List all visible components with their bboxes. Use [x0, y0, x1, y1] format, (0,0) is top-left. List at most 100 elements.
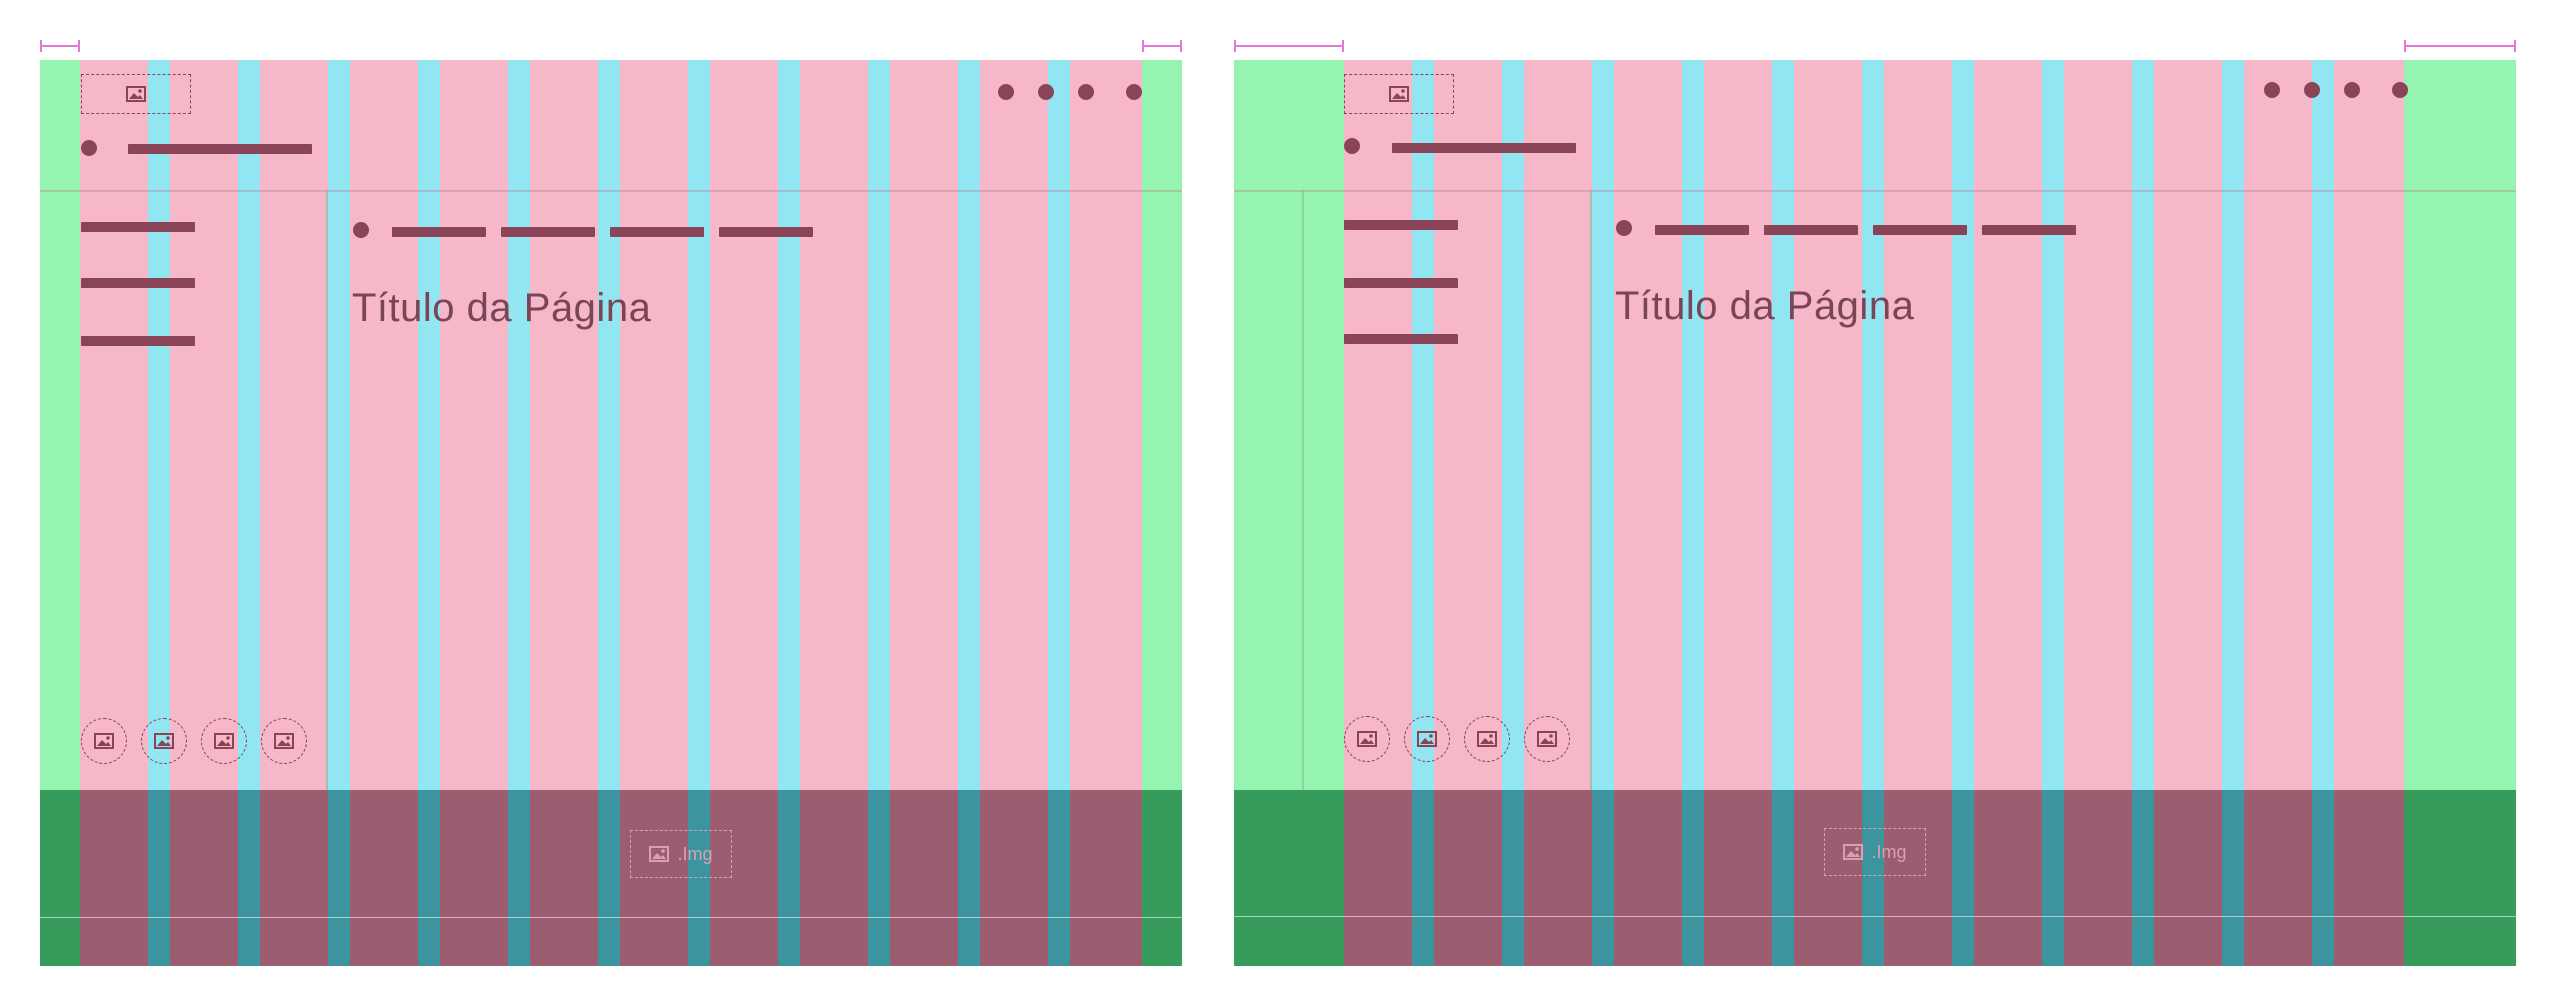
header-divider: [40, 190, 1182, 192]
sidebar-menu-item[interactable]: [1344, 278, 1458, 288]
image-icon: [126, 86, 146, 102]
avatar-placeholder[interactable]: [261, 718, 307, 764]
nav-dot-icon[interactable]: [2392, 82, 2408, 98]
nav-dot-icon[interactable]: [1038, 84, 1054, 100]
avatar-placeholder[interactable]: [201, 718, 247, 764]
image-icon: [94, 733, 114, 749]
column-gutter: [328, 790, 350, 966]
header-divider: [1234, 190, 2516, 192]
nav-dot-icon[interactable]: [1126, 84, 1142, 100]
nav-dot-icon[interactable]: [2304, 82, 2320, 98]
avatar-placeholder[interactable]: [1464, 716, 1510, 762]
footer-image-placeholder: .Img: [1824, 828, 1926, 876]
column-gutter: [1048, 790, 1070, 966]
column-gutter: [778, 60, 800, 790]
column-gutter: [1952, 790, 1974, 966]
column-gutter: [2132, 60, 2154, 790]
column-gutter: [418, 60, 440, 790]
column-gutter: [958, 790, 980, 966]
column-gutter: [1502, 790, 1524, 966]
avatar-placeholder[interactable]: [1344, 716, 1390, 762]
image-icon: [154, 733, 174, 749]
column-gutter: [2042, 60, 2064, 790]
layout-panel-narrow-margins: Título da Página .Img: [40, 60, 1182, 966]
column-gutter: [1952, 60, 1974, 790]
footer-image-placeholder: .Img: [630, 830, 732, 878]
column-gutter: [1592, 60, 1614, 790]
breadcrumb-dot-icon: [1616, 220, 1632, 236]
column-gutter: [868, 790, 890, 966]
breadcrumb-item[interactable]: [610, 227, 704, 237]
margin-measure-right: [1142, 40, 1182, 52]
image-icon: [1477, 731, 1497, 747]
sidebar-menu-item[interactable]: [1344, 334, 1458, 344]
logo-placeholder: [81, 74, 191, 114]
nav-dot-icon[interactable]: [998, 84, 1014, 100]
column-gutter: [238, 60, 260, 790]
logo-placeholder: [1344, 74, 1454, 114]
layout-panel-wide-margins: Título da Página .Img: [1234, 60, 2516, 966]
column-gutter: [1048, 60, 1070, 790]
sidebar-menu-item[interactable]: [81, 222, 195, 232]
column-gutter: [868, 60, 890, 790]
footer-image-label: .Img: [1871, 841, 1907, 862]
column-gutter: [1772, 60, 1794, 790]
column-gutter: [148, 60, 170, 790]
avatar-placeholder[interactable]: [1404, 716, 1450, 762]
page-title: Título da Página: [352, 286, 652, 330]
image-icon: [1843, 844, 1864, 860]
column-gutter: [598, 790, 620, 966]
sidebar-menu-item[interactable]: [1344, 220, 1458, 230]
sidebar-divider: [1302, 190, 1304, 790]
column-gutter: [1862, 790, 1884, 966]
sidebar-menu-item[interactable]: [81, 336, 195, 346]
column-gutter: [238, 790, 260, 966]
avatar-placeholder[interactable]: [81, 718, 127, 764]
column-gutter: [598, 60, 620, 790]
column-gutter: [1592, 790, 1614, 966]
column-gutter: [2132, 790, 2154, 966]
image-icon: [1357, 731, 1377, 747]
margin-measure-right: [2404, 40, 2516, 52]
footer-image-label: .Img: [677, 843, 713, 864]
column-gutter: [1412, 790, 1434, 966]
image-icon: [274, 733, 294, 749]
breadcrumb-item[interactable]: [1764, 225, 1858, 235]
column-gutter: [688, 790, 710, 966]
image-icon: [1389, 86, 1409, 102]
column-gutter: [418, 790, 440, 966]
nav-dot-icon[interactable]: [2344, 82, 2360, 98]
nav-dot-icon[interactable]: [2264, 82, 2280, 98]
column-gutter: [1862, 60, 1884, 790]
image-icon: [649, 846, 670, 862]
column-gutter: [2222, 60, 2244, 790]
image-icon: [1537, 731, 1557, 747]
column-gutter: [958, 60, 980, 790]
footer-divider: [1234, 916, 2516, 917]
nav-dot-icon[interactable]: [1078, 84, 1094, 100]
column-gutter: [2312, 790, 2334, 966]
column-gutter: [148, 790, 170, 966]
sidebar-menu-item[interactable]: [81, 278, 195, 288]
breadcrumb-item[interactable]: [1873, 225, 1967, 235]
avatar-placeholder[interactable]: [1524, 716, 1570, 762]
header-text-line: [128, 144, 312, 154]
breadcrumb-item[interactable]: [501, 227, 595, 237]
breadcrumb-item[interactable]: [1655, 225, 1749, 235]
avatar-placeholder[interactable]: [141, 718, 187, 764]
column-gutter: [1682, 60, 1704, 790]
header-text-line: [1392, 143, 1576, 153]
column-gutter: [688, 60, 710, 790]
column-gutter: [508, 60, 530, 790]
column-gutter: [1682, 790, 1704, 966]
column-gutter: [778, 790, 800, 966]
column-gutter: [508, 790, 530, 966]
breadcrumb-item[interactable]: [719, 227, 813, 237]
breadcrumb-item[interactable]: [392, 227, 486, 237]
header-dot-icon: [81, 140, 97, 156]
header-dot-icon: [1344, 138, 1360, 154]
breadcrumb-item[interactable]: [1982, 225, 2076, 235]
image-icon: [214, 733, 234, 749]
breadcrumb-dot-icon: [353, 222, 369, 238]
page-title: Título da Página: [1615, 284, 1915, 328]
